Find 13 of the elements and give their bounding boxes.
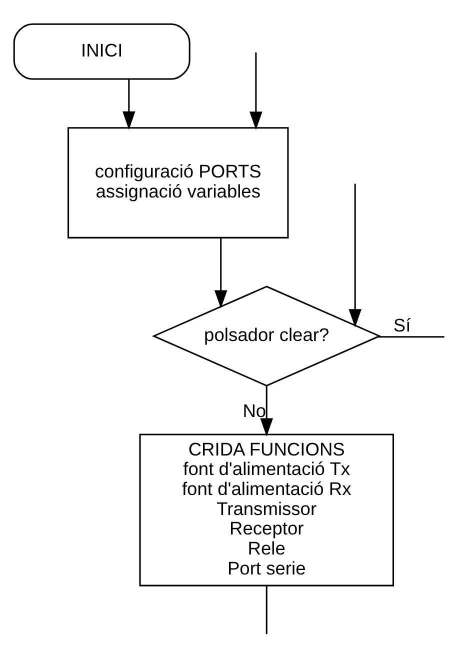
edge-label: No	[242, 400, 266, 422]
node-diamond: polsador clear?	[152, 286, 382, 387]
arrow	[122, 79, 136, 130]
connector	[378, 336, 444, 338]
arrow	[250, 52, 262, 130]
node-box: configuració PORTS assignació variables	[68, 127, 289, 238]
node-box: CRIDA FUNCIONS font d'alimentació Tx font d'alimentació Rx Transmissor Receptor Rele Port serie	[139, 434, 394, 586]
arrow	[348, 184, 362, 328]
arrow	[260, 386, 274, 437]
arrow	[214, 238, 228, 309]
edge-label: Sí	[393, 314, 411, 336]
connector	[266, 586, 268, 634]
node-box: INICI	[13, 23, 190, 80]
